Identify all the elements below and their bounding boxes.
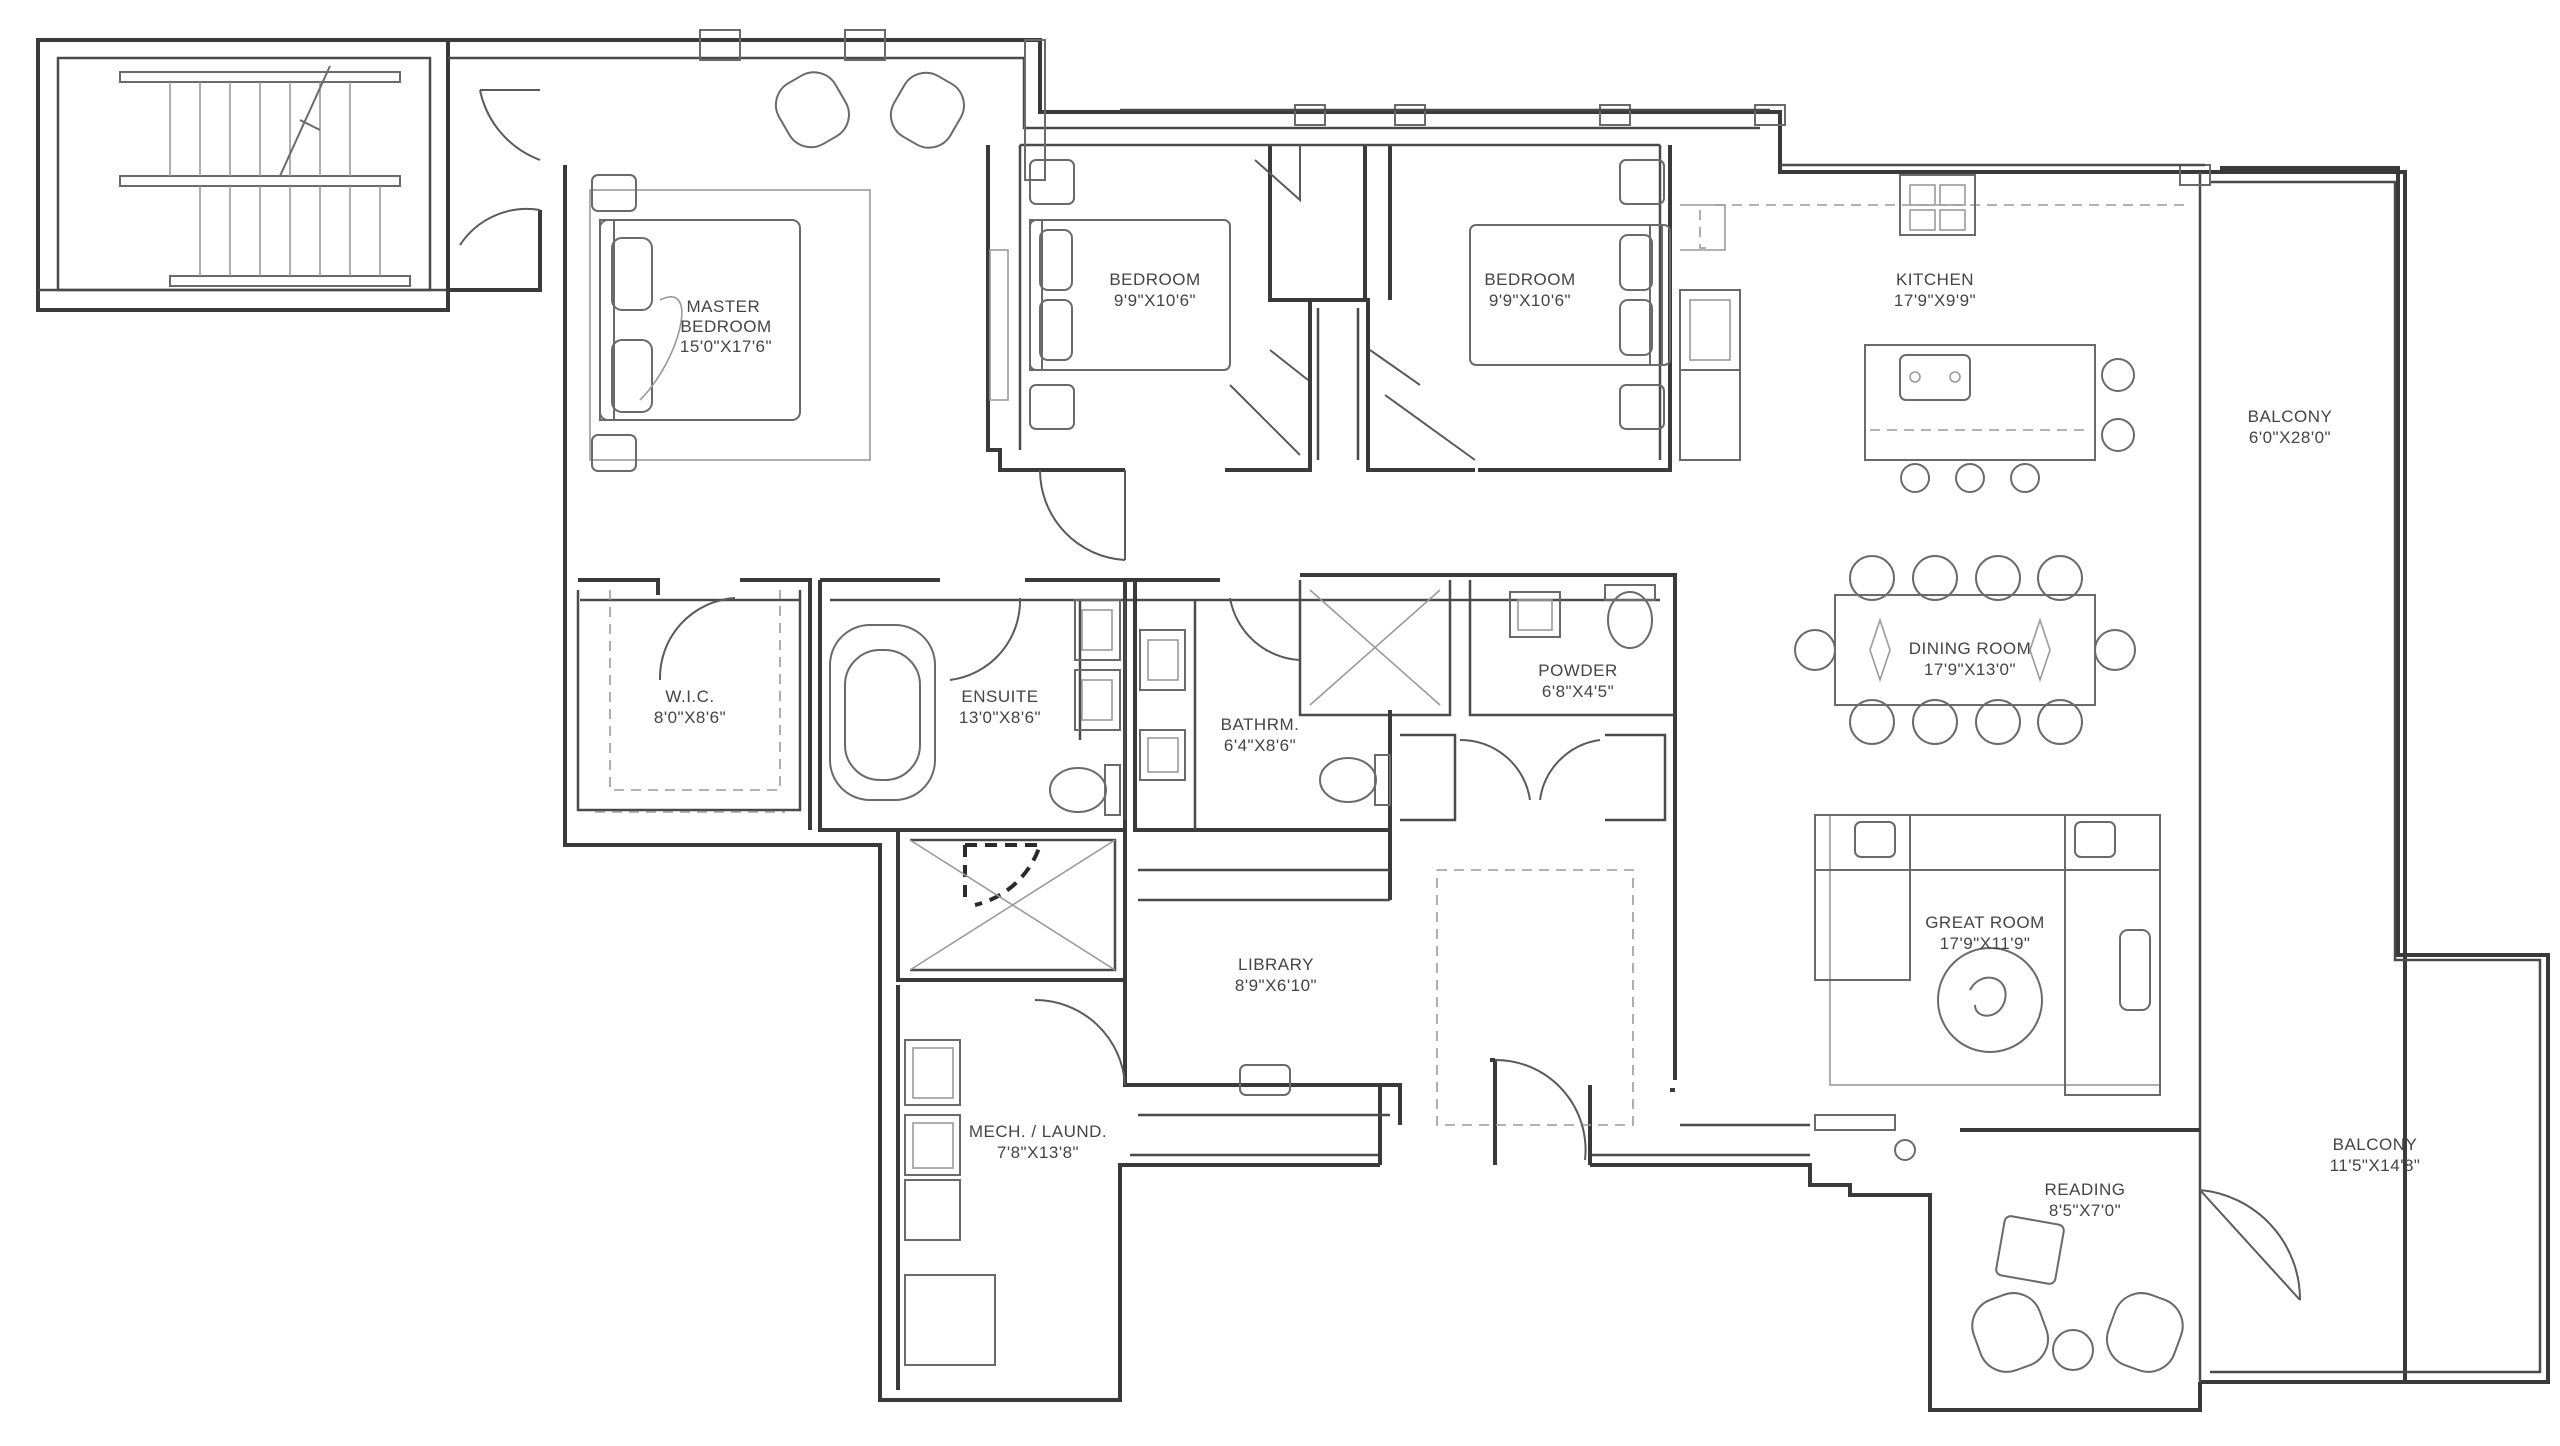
- room-name-reading: READING: [2045, 1180, 2126, 1199]
- room-name-ensuite: ENSUITE: [961, 687, 1038, 706]
- room-name-great-room: GREAT ROOM: [1925, 913, 2045, 932]
- room-name-mech-laund: MECH. / LAUND.: [969, 1122, 1107, 1141]
- ensuite-fixtures: [829, 599, 1121, 816]
- powder-fixtures: [1509, 584, 1656, 649]
- room-dims-master-bedroom: 15'0"X17'6": [680, 337, 772, 356]
- room-dims-dining-room: 17'9"X13'0": [1924, 660, 2016, 679]
- room-dims-ensuite: 13'0"X8'6": [959, 708, 1041, 727]
- room-name-bedroom-2: BEDROOM: [1109, 270, 1200, 289]
- walls: [38, 38, 2550, 1412]
- label-master-line-1: MASTER: [686, 297, 760, 316]
- doors: [459, 89, 2302, 1301]
- bathroom-fixtures: [1139, 589, 1441, 806]
- room-name-powder: POWDER: [1538, 661, 1618, 680]
- bedroom-3-furniture: [1469, 159, 1671, 430]
- room-name-wic: W.I.C.: [665, 687, 714, 706]
- mech-laundry-fixtures: [904, 1039, 996, 1366]
- room-dims-bedroom-3: 9'9"X10'6": [1489, 291, 1571, 310]
- room-dims-powder: 6'8"X4'5": [1542, 682, 1614, 701]
- room-dims-mech-laund: 7'8"X13'8": [997, 1143, 1079, 1162]
- room-dims-library: 8'9"X6'10": [1235, 976, 1317, 995]
- room-dims-great-room: 17'9"X11'9": [1940, 934, 2031, 953]
- room-name-balcony-2: BALCONY: [2333, 1135, 2418, 1154]
- room-dims-wic: 8'0"X8'6": [654, 708, 726, 727]
- windows: [699, 29, 2211, 1131]
- room-dims-bedroom-2: 9'9"X10'6": [1114, 291, 1196, 310]
- shower-fixture: [909, 839, 1116, 971]
- master-bedroom-furniture: [589, 71, 965, 472]
- room-name-bedroom-3: BEDROOM: [1484, 270, 1575, 289]
- room-dims-balcony-2: 11'5"X14'8": [2330, 1156, 2421, 1175]
- library-furniture: [1239, 1064, 1291, 1096]
- room-dims-balcony-1: 6'0"X28'0": [2249, 428, 2331, 447]
- stairwell: [36, 38, 450, 312]
- kitchen-fixtures: [1679, 174, 2185, 493]
- room-name-dining-room: DINING ROOM: [1909, 639, 2032, 658]
- room-name-master-bedroom: MASTER BEDROOM: [680, 297, 771, 336]
- room-name-bathroom: BATHRM.: [1221, 715, 1300, 734]
- room-name-balcony-1: BALCONY: [2248, 407, 2333, 426]
- great-room-furniture: [1814, 814, 2161, 1096]
- room-name-kitchen: KITCHEN: [1896, 270, 1974, 289]
- room-dims-kitchen: 17'9"X9'9": [1894, 291, 1976, 310]
- dining-furniture: [1794, 555, 2136, 745]
- room-labels: MASTER BEDROOM 15'0"X17'6" BEDROOM 9'9"X…: [654, 270, 2421, 1220]
- reading-furniture: [1894, 1139, 2184, 1373]
- room-dims-reading: 8'5"X7'0": [2049, 1201, 2121, 1220]
- label-master-line-2: BEDROOM: [680, 317, 771, 336]
- room-name-library: LIBRARY: [1238, 955, 1314, 974]
- bedroom-2-furniture: [989, 159, 1231, 430]
- room-dims-bathroom: 6'4"X8'6": [1224, 736, 1296, 755]
